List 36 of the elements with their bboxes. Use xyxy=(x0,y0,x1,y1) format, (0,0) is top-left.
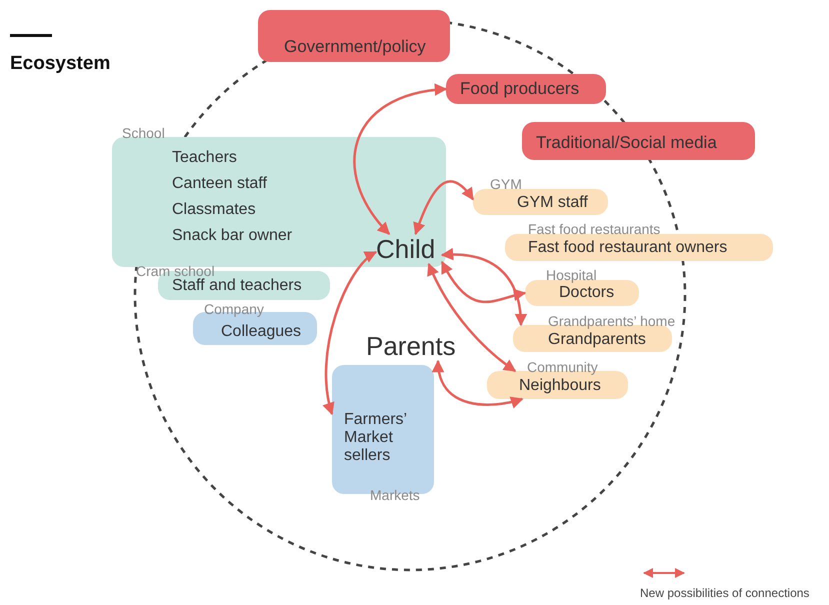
group-label: Cram school xyxy=(136,263,215,279)
node-label: GYM staff xyxy=(517,193,588,213)
node-label: Canteen staff xyxy=(172,174,268,194)
node-label: Farmers’ Market sellers xyxy=(344,411,408,465)
group-label: Hospital xyxy=(546,267,597,283)
double-arrow xyxy=(440,260,526,304)
double-arrow xyxy=(432,360,524,408)
legend-label: New possibilities of connections xyxy=(640,586,810,600)
title: Ecosystem xyxy=(10,53,110,75)
node-label: Parents xyxy=(366,331,456,361)
node-label: Neighbours xyxy=(519,376,601,396)
double-arrow xyxy=(414,180,474,236)
node-label: Teachers xyxy=(172,148,238,168)
node-label: Child xyxy=(376,234,436,264)
group-label: Community xyxy=(527,359,598,375)
double-arrow xyxy=(323,250,378,416)
group-label: Fast food restaurants xyxy=(528,221,660,237)
double-arrow xyxy=(440,248,527,326)
double-arrow xyxy=(353,84,448,235)
node-label: Doctors xyxy=(559,283,614,303)
category-box xyxy=(446,74,606,104)
node-label: Government/policy xyxy=(284,36,426,58)
node-label: Snack bar owner xyxy=(172,226,292,246)
node-label: Traditional/Social media xyxy=(536,132,717,154)
node-label: Colleagues xyxy=(221,322,302,342)
category-box xyxy=(258,10,450,62)
group-label: School xyxy=(122,125,165,141)
node-label: Classmates xyxy=(172,200,257,220)
node-label: Food producers xyxy=(460,78,580,100)
group-label: GYM xyxy=(490,176,522,192)
node-label: Grandparents xyxy=(548,330,646,350)
category-box xyxy=(522,122,755,160)
node-label: Staff and teachers xyxy=(172,276,302,296)
group-label: Grandparents’ home xyxy=(548,313,676,329)
double-arrow xyxy=(428,262,516,372)
node-label: Fast food restaurant owners xyxy=(528,238,728,258)
